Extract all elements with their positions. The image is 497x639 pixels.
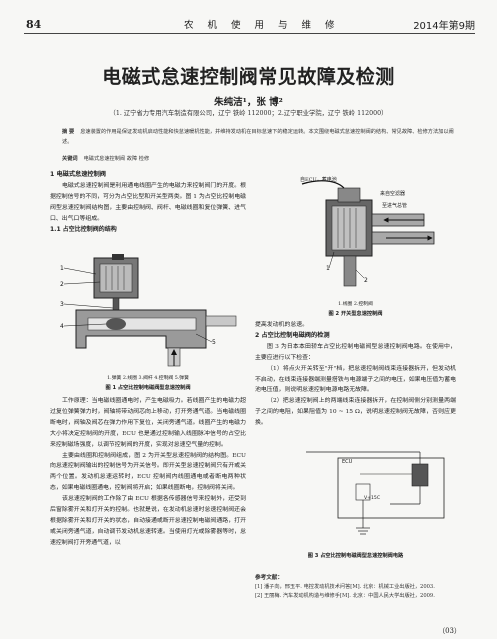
section-1-1-heading: 1.1 占空比控制阀的结构 — [50, 225, 117, 233]
section-1-1-paragraph-2: 主要由线圈和控制阀组成，图 2 为开关型怠速控制阀的结构图。ECU 向怠速控制阀… — [50, 452, 246, 492]
figure-2-label-air-filter: 来自空滤器 — [380, 191, 406, 197]
figure-1-diagram: 1 2 3 4 5 — [56, 252, 242, 370]
article-title: 电磁式怠速控制阀常见故障及检测 — [102, 66, 395, 88]
section-1-heading: 1 电磁式怠速控制阀 — [50, 171, 106, 178]
figure-2-label-ecu: 自ECU，蓄电池 — [300, 177, 337, 183]
figure-2-label-intake: 至进气总管 — [382, 203, 408, 209]
left-column-bottom: 工作原理：当电磁线圈通电时，产生电磁吸力。若线圈产生的电磁力超过复位弹簧弹力时，… — [50, 396, 246, 549]
keywords-label: 关键词 — [62, 156, 78, 162]
section-1-1-paragraph-1: 工作原理：当电磁线圈通电时，产生电磁吸力。若线圈产生的电磁力超过复位弹簧弹力时，… — [50, 398, 246, 448]
figure-1-caption: 图 1 占空比控制电磁阀型怠速控制阀 — [105, 385, 191, 391]
svg-text:2: 2 — [60, 281, 64, 288]
keywords: 关键词电磁式怠速控制阀 故障 检修 — [62, 155, 457, 162]
svg-text:5: 5 — [212, 339, 216, 346]
section-2-paragraph-3: （2）把怠速控制阀上的两端线束连接器拆开，在控制阀侧分别测量两端子之间的电阻，如… — [255, 398, 456, 427]
section-1-paragraph: 电磁式怠速控制阀是利用通电线圈产生的电磁力来控制阀门的开度。根据控制信号的不同，… — [50, 182, 246, 222]
reference-item: [1] 潘子向，邢玉平. 电控发动机技术问答[M]. 北京：机械工业出版社，20… — [255, 584, 435, 590]
svg-text:2: 2 — [364, 277, 368, 284]
section-2-paragraph-2: （1）将点火开关转至"开"档，把怠速控制阀线束连接器拆开，但发动机不启动，在线束… — [255, 365, 456, 394]
abstract: 摘 要怠速装置的作用是保证发动机启动性能和快怠速暖机性能，并维持发动机在目标怠速… — [62, 128, 457, 147]
svg-text:3: 3 — [60, 301, 64, 308]
svg-text:1: 1 — [326, 265, 330, 272]
references-heading: 参考文献： — [255, 575, 283, 581]
article-code: （03） — [438, 627, 461, 635]
figure-2-diagram: 1 2 — [274, 170, 444, 298]
keywords-text: 电磁式怠速控制阀 故障 检修 — [83, 156, 150, 162]
abstract-label: 摘 要 — [62, 129, 75, 135]
references: 参考文献： [1] 潘子向，邢玉平. 电控发动机技术问答[M]. 北京：机械工业… — [255, 574, 456, 601]
svg-text:1: 1 — [60, 265, 64, 272]
article-authors: 朱纯洁¹，张 博² — [214, 97, 283, 108]
section-2-paragraph-1: 图 3 为日本本田轿车占空比控制电磁阀型怠速控制阀电路。在使用中，主要应进行以下… — [255, 343, 456, 361]
section-2-heading: 2 占空比控制电磁阀的检测 — [255, 331, 330, 339]
magazine-name: 农机使用与维修 — [184, 20, 349, 31]
figure-3-label-vcc: V+15C — [364, 496, 381, 501]
article-affiliation: （1. 辽宁省力专用汽车制造有限公司，辽宁 铁岭 112000；2.辽宁职业学院… — [109, 110, 388, 117]
left-column-top: 1 电磁式怠速控制阀 电磁式怠速控制阀是利用通电线圈产生的电磁力来控制阀门的开度… — [50, 170, 246, 235]
right-column-text: 提高发动机的怠速。 2 占空比控制电磁阀的检测 图 3 为日本本田轿车占空比控制… — [255, 320, 456, 429]
abstract-text: 怠速装置的作用是保证发动机启动性能和快怠速暖机性能，并维持发动机在目标怠速下的稳… — [62, 129, 454, 145]
figure-3-circuit — [300, 444, 450, 544]
page-number: 84 — [26, 18, 42, 31]
svg-text:4: 4 — [60, 323, 64, 330]
issue-label: 2014年第9期 — [413, 21, 475, 32]
figure-2-legend: 1.线圈 2.控制阀 — [338, 302, 373, 307]
figure-2-caption: 图 2 开关型怠速控制阀 — [328, 311, 383, 317]
figure-1-legend: 1.弹簧 2.线圈 3.阀杆 4.控制阀 5.弹簧 — [107, 376, 189, 381]
figure-3-caption: 图 3 占空比控制电磁阀型怠速控制阀电路 — [307, 553, 404, 559]
figure-3-label-ecu: ECU — [342, 459, 353, 465]
page-header: 84 农机使用与维修 2014年第9期 — [24, 12, 475, 34]
section-1-1-paragraph-3: 该怠速控制阀的工作除了由 ECU 根据各传感器信号来控制外，还受到后窗除雾开关和… — [50, 496, 246, 546]
continuation-text: 提高发动机的怠速。 — [255, 322, 309, 328]
reference-item: [2] 王丽梅. 汽车发动机构造与维修手[M]. 北京：中国人民大学出版社，20… — [255, 593, 435, 599]
